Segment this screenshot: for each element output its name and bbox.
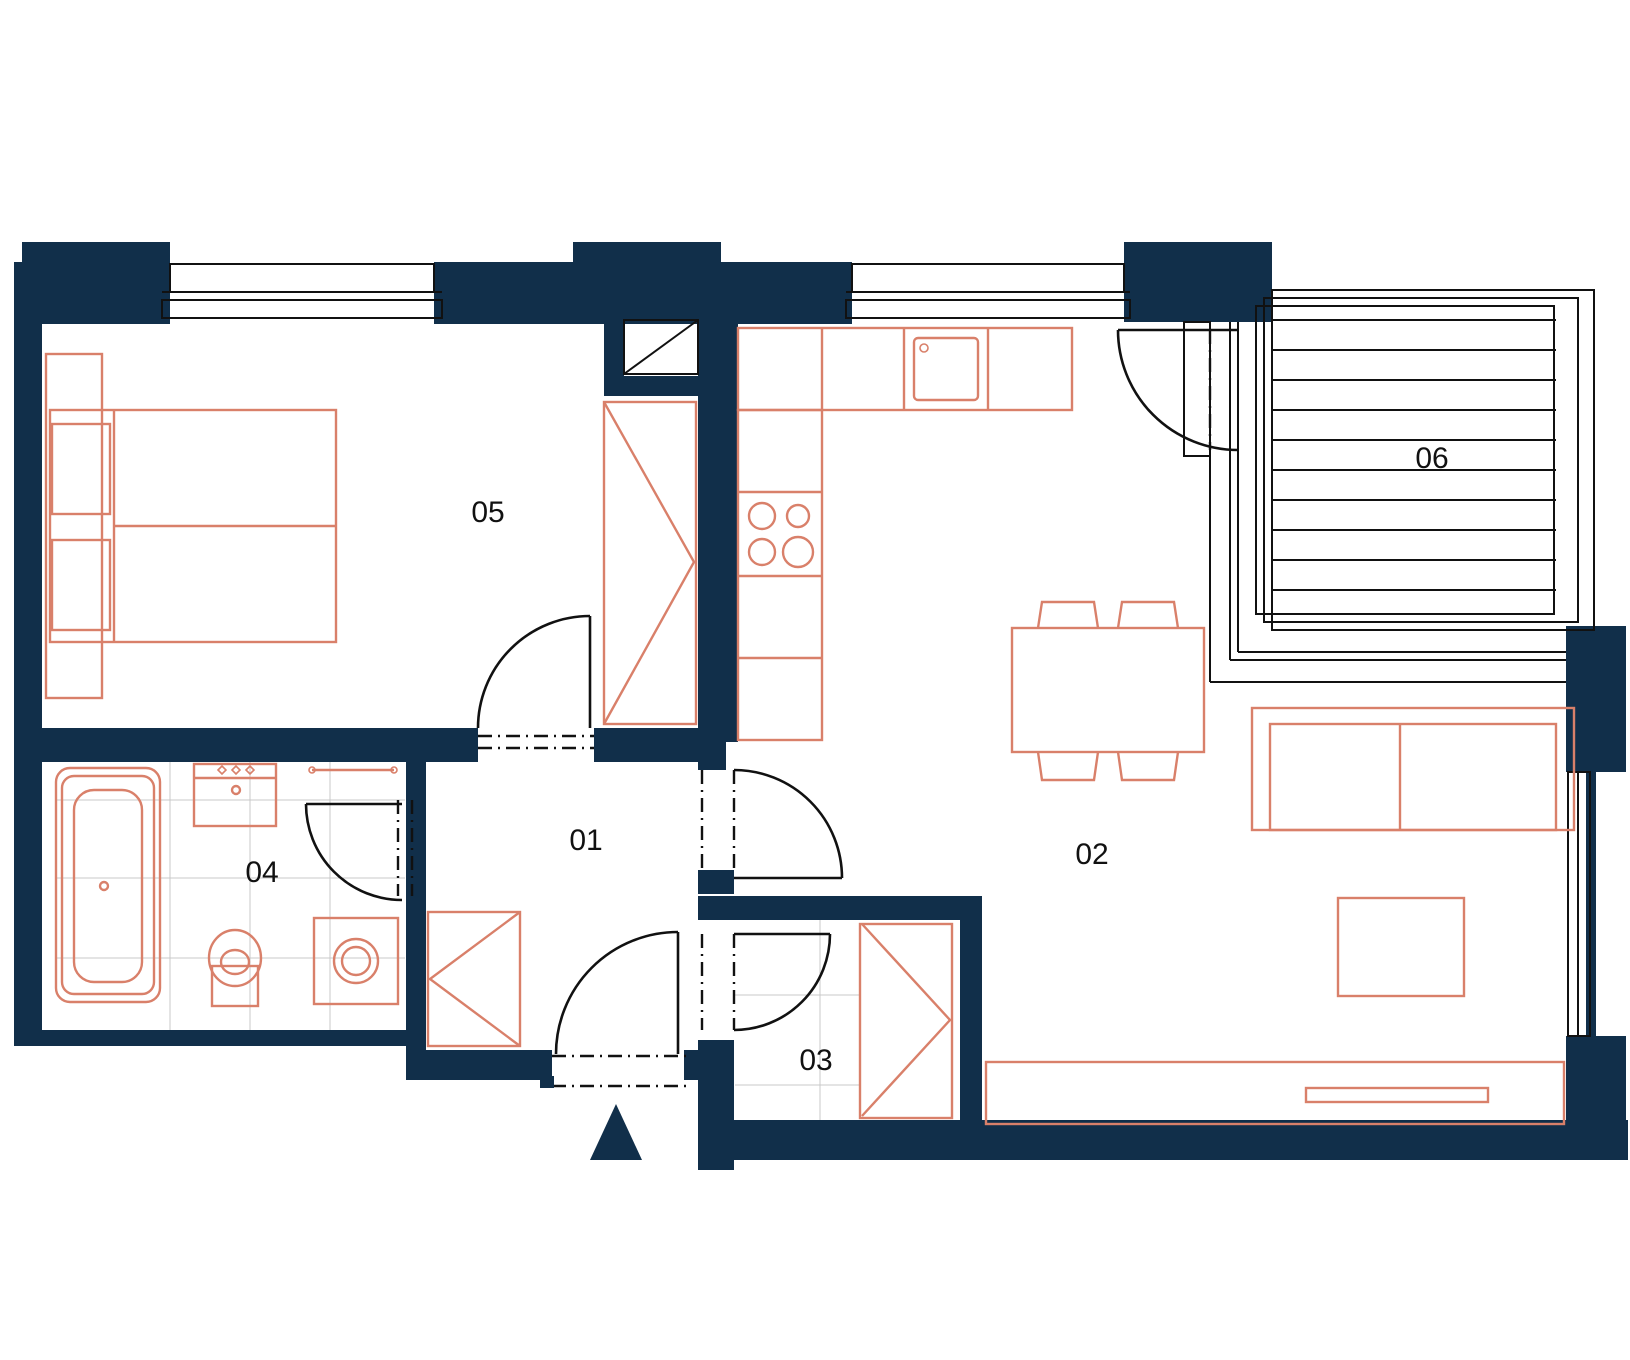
bathroom-floor-tiles: [55, 762, 405, 1030]
sink-icon: [912, 336, 980, 402]
balcony-door: [1116, 321, 1239, 457]
room-label-01: 01: [569, 824, 602, 857]
room-label-06: 06: [1415, 442, 1448, 475]
room-label-03: 03: [799, 1044, 832, 1077]
room-label-05: 05: [471, 496, 504, 529]
bedroom-door: [476, 614, 594, 750]
bedroom-wardrobe: [602, 400, 698, 726]
dining-table: [1010, 600, 1206, 782]
bathroom-door: [304, 800, 414, 902]
bathtub-icon: [54, 766, 162, 1004]
double-bed: [44, 352, 338, 700]
walls: [14, 242, 1628, 1170]
towel-rail-icon: [308, 766, 398, 774]
entrance-door: [540, 930, 688, 1088]
balcony-decking: [1272, 319, 1556, 591]
tv-unit: [984, 1060, 1566, 1126]
washing-machine-icon: [312, 916, 400, 1006]
entrance-arrow-icon: [590, 1104, 642, 1160]
wc-floor-tiles: [735, 920, 860, 1120]
windows: [161, 263, 1591, 1037]
toilet-icon: [207, 928, 263, 1008]
wc-cabinet: [858, 922, 954, 1120]
service-shaft: [623, 319, 699, 375]
wc-vent: [756, 1120, 804, 1132]
kitchen-counter: [736, 326, 1074, 742]
washbasin-icon: [192, 762, 278, 828]
balcony: [1209, 289, 1595, 683]
living-door: [700, 768, 844, 880]
hall-wardrobe: [426, 910, 522, 1048]
cooktop-icon: [747, 501, 815, 569]
coffee-table: [1336, 896, 1466, 998]
room-label-04: 04: [245, 856, 278, 889]
sofa: [1250, 706, 1576, 832]
room-label-02: 02: [1075, 838, 1108, 871]
wc-door: [700, 932, 832, 1032]
